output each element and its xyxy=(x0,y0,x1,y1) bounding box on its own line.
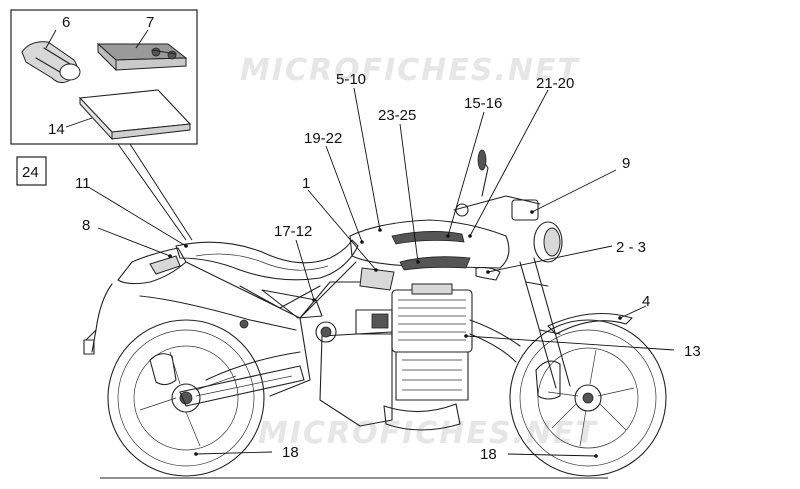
callout-1: 1 xyxy=(302,175,310,192)
callout-5-10: 5-10 xyxy=(336,71,366,88)
part-24-box xyxy=(16,156,47,186)
motorcycle-illustration xyxy=(83,149,667,479)
callout-23-25: 23-25 xyxy=(378,107,416,124)
callout-19-22: 19-22 xyxy=(304,130,342,147)
front-wheel xyxy=(509,312,667,477)
callout-8: 8 xyxy=(82,217,90,234)
owners-manual-part xyxy=(96,42,188,72)
rear-wheel xyxy=(107,319,265,477)
engine xyxy=(315,283,521,431)
watermark-bottom: MICROFICHES.NET xyxy=(258,416,599,451)
callout-4: 4 xyxy=(642,293,650,310)
swingarm xyxy=(179,365,305,407)
accessory-kit-inset xyxy=(10,9,198,145)
callout-9: 9 xyxy=(622,155,630,172)
callout-21-20: 21-20 xyxy=(536,75,574,92)
leader-lines xyxy=(89,87,675,458)
callout-13: 13 xyxy=(684,343,701,360)
callout-17-12: 17-12 xyxy=(274,223,312,240)
callout-11: 11 xyxy=(75,175,91,192)
callout-2-3: 2 - 3 xyxy=(616,239,646,256)
callout-14: 14 xyxy=(48,121,65,138)
cloth-pouch-part xyxy=(21,41,81,84)
callout-24: 24 xyxy=(22,164,39,181)
callout-18-rear: 18 xyxy=(282,444,299,461)
seat xyxy=(175,239,359,281)
callout-15-16: 15-16 xyxy=(464,95,502,112)
watermark-top: MICROFICHES.NET xyxy=(240,53,581,88)
callout-18-front: 18 xyxy=(480,446,497,463)
fuel-tank xyxy=(349,219,510,269)
callout-numbers: 6 7 14 24 11 8 5-10 19-22 23-25 15-16 21… xyxy=(22,14,701,463)
tail-fairing xyxy=(117,247,187,285)
callout-6: 6 xyxy=(62,14,70,31)
callout-7: 7 xyxy=(146,14,154,31)
document-folder-part xyxy=(78,89,192,141)
